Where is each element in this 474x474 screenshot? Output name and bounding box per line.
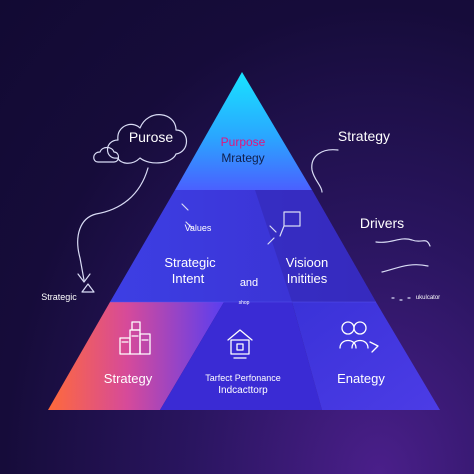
label-strategic-intent-line2: Intent	[172, 271, 205, 286]
tick-doodle-left	[181, 203, 193, 229]
label-values: Values	[185, 223, 212, 233]
team-people-icon	[339, 321, 379, 353]
squiggle-right	[375, 238, 431, 247]
tick-doodle-right	[267, 225, 277, 245]
label-purose: Purose	[129, 129, 174, 145]
arrow-curve-left	[77, 167, 149, 281]
label-strategic-intent-line1: Strategic	[164, 255, 216, 270]
label-strategy-bottom: Strategy	[104, 371, 153, 386]
label-small-mark: shop	[239, 300, 250, 306]
label-drivers: Drivers	[360, 215, 404, 231]
label-vision-line2: Initities	[287, 271, 328, 286]
pyramid-apex	[175, 72, 312, 190]
dots-right	[391, 297, 411, 301]
home-office-icon	[227, 329, 253, 359]
cloud-outline-left	[106, 114, 188, 164]
squiggle-right-lower	[381, 264, 429, 273]
label-vision-line1: Visioon	[286, 255, 328, 270]
small-icon-left	[81, 283, 95, 293]
label-tarfect-line1: Tarfect Perfonance	[205, 373, 281, 383]
label-and: and	[240, 277, 258, 289]
flag-icon-middle	[279, 211, 301, 237]
pyramid-bottom-left	[48, 302, 224, 410]
cloud-outline-small	[93, 146, 120, 163]
label-tarfect-line2: Indcacttorp	[218, 385, 268, 396]
labels: Purose Strategy Purpose Mrategy Values D…	[41, 128, 440, 396]
doodles	[77, 114, 431, 301]
label-mrategy-apex: Mrategy	[221, 151, 264, 165]
label-enategy: Enategy	[337, 371, 385, 386]
pyramid-middle-right-shade	[255, 190, 376, 302]
label-strategic-side: Strategic	[41, 292, 77, 302]
pyramid-bottom-center	[160, 302, 322, 410]
building-blocks-icon	[119, 321, 151, 355]
label-strategy-top: Strategy	[338, 128, 390, 144]
label-purpose-apex: Purpose	[221, 135, 266, 149]
pyramid	[48, 72, 440, 410]
pyramid-bottom-right	[292, 302, 440, 410]
label-side-right: ukulcator	[416, 295, 440, 301]
arrow-curve-right	[311, 149, 339, 193]
arrow-head-left	[77, 273, 91, 283]
